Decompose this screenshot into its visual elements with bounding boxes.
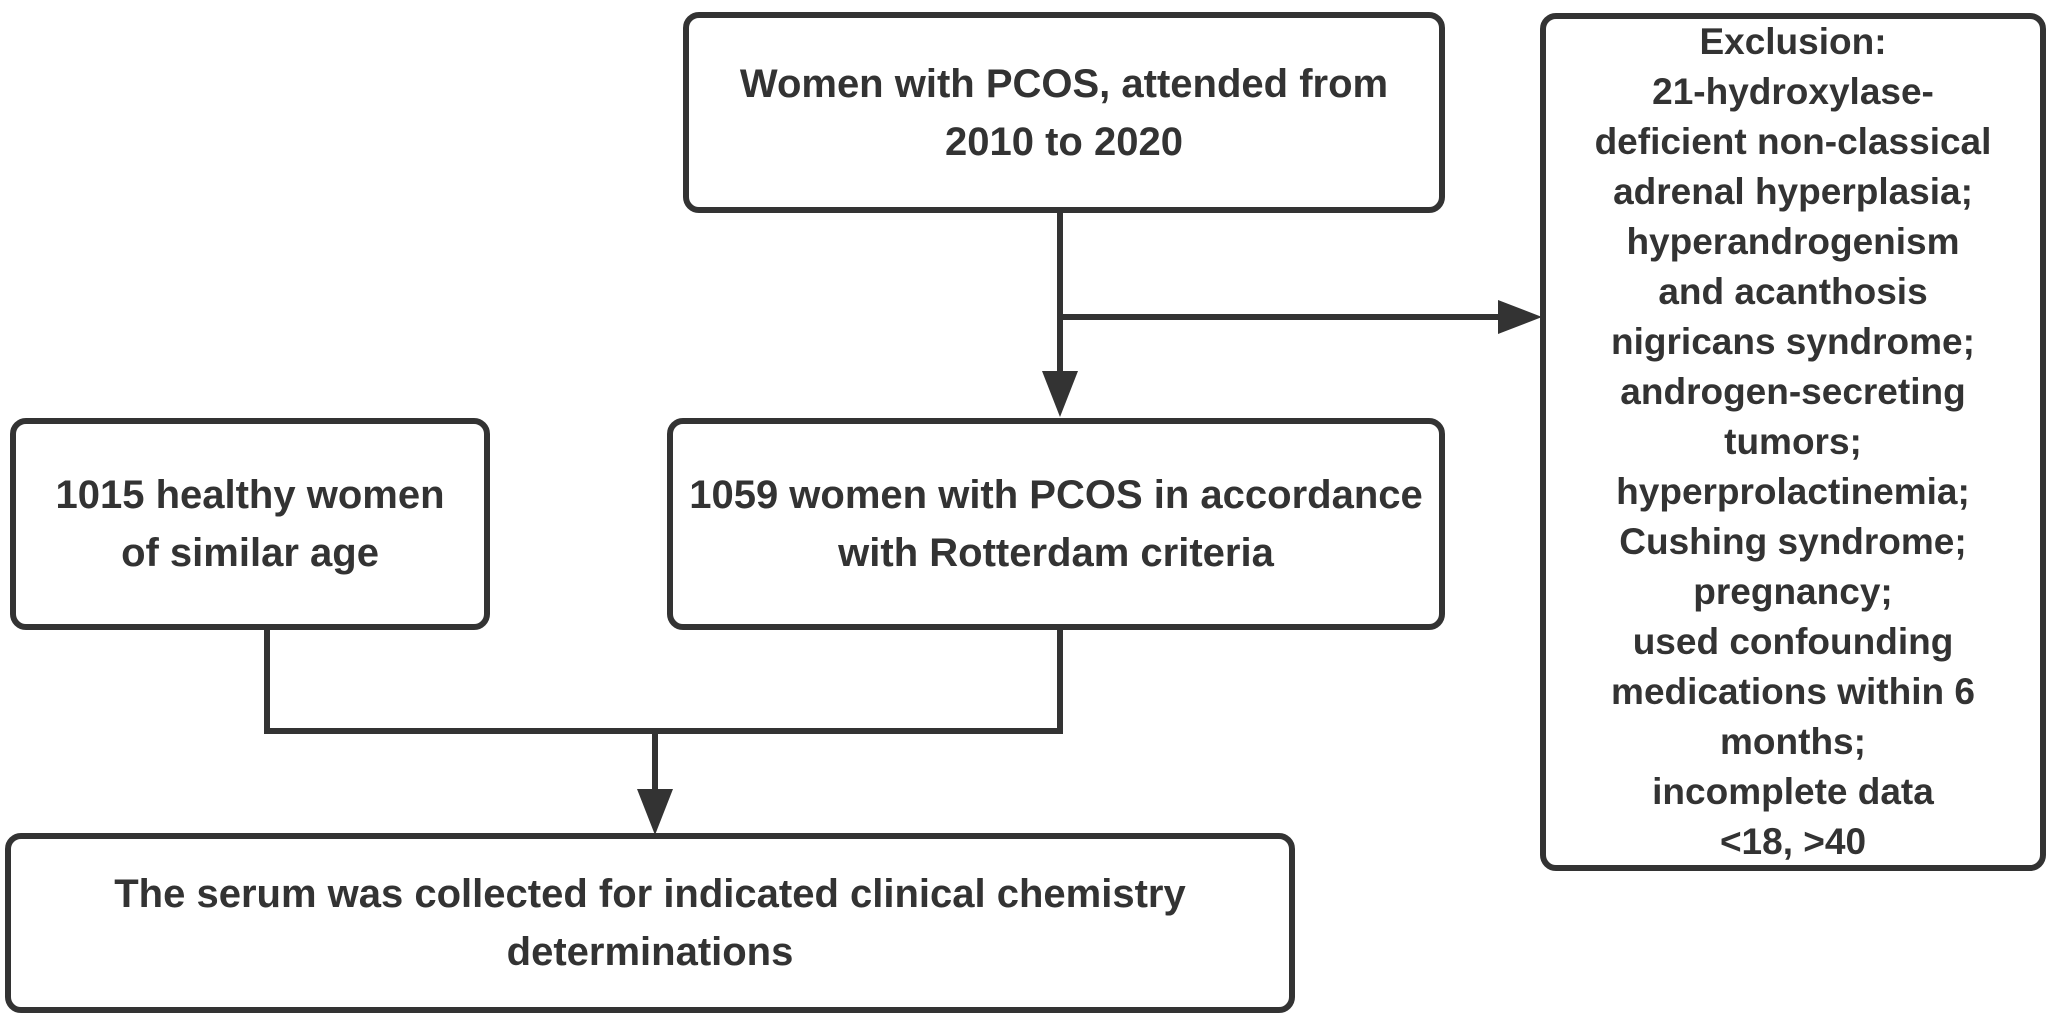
node-exclusion-criteria: Exclusion: 21-hydroxylase- deficient non…	[1540, 13, 2046, 871]
arrow-right-into-exclusion-icon	[1498, 300, 1542, 334]
node-exclusion-criteria-label: Exclusion: 21-hydroxylase- deficient non…	[1594, 21, 1992, 862]
connector-merge-horizontal-line	[264, 728, 1063, 734]
connector-pcos-drop-line	[1057, 628, 1063, 734]
connector-merge-to-serum-line	[652, 728, 658, 790]
node-healthy-women: 1015 healthy women of similar age	[10, 418, 490, 630]
connector-healthy-women-drop-line	[264, 628, 270, 734]
arrow-down-into-serum-icon	[637, 789, 673, 835]
connector-top-to-pcos-line	[1057, 211, 1063, 373]
node-pcos-rotterdam-label: 1059 women with PCOS in accordance with …	[689, 473, 1423, 575]
node-women-with-pcos-label: Women with PCOS, attended from 2010 to 2…	[739, 61, 1389, 164]
node-pcos-rotterdam: 1059 women with PCOS in accordance with …	[667, 418, 1445, 630]
node-women-with-pcos: Women with PCOS, attended from 2010 to 2…	[683, 12, 1445, 213]
node-serum-collection-label: The serum was collected for indicated cl…	[114, 872, 1186, 974]
connector-branch-to-exclusion-line	[1057, 314, 1499, 320]
arrow-down-into-pcos-icon	[1042, 371, 1078, 417]
node-healthy-women-label: 1015 healthy women of similar age	[55, 473, 445, 575]
node-serum-collection: The serum was collected for indicated cl…	[5, 833, 1295, 1013]
